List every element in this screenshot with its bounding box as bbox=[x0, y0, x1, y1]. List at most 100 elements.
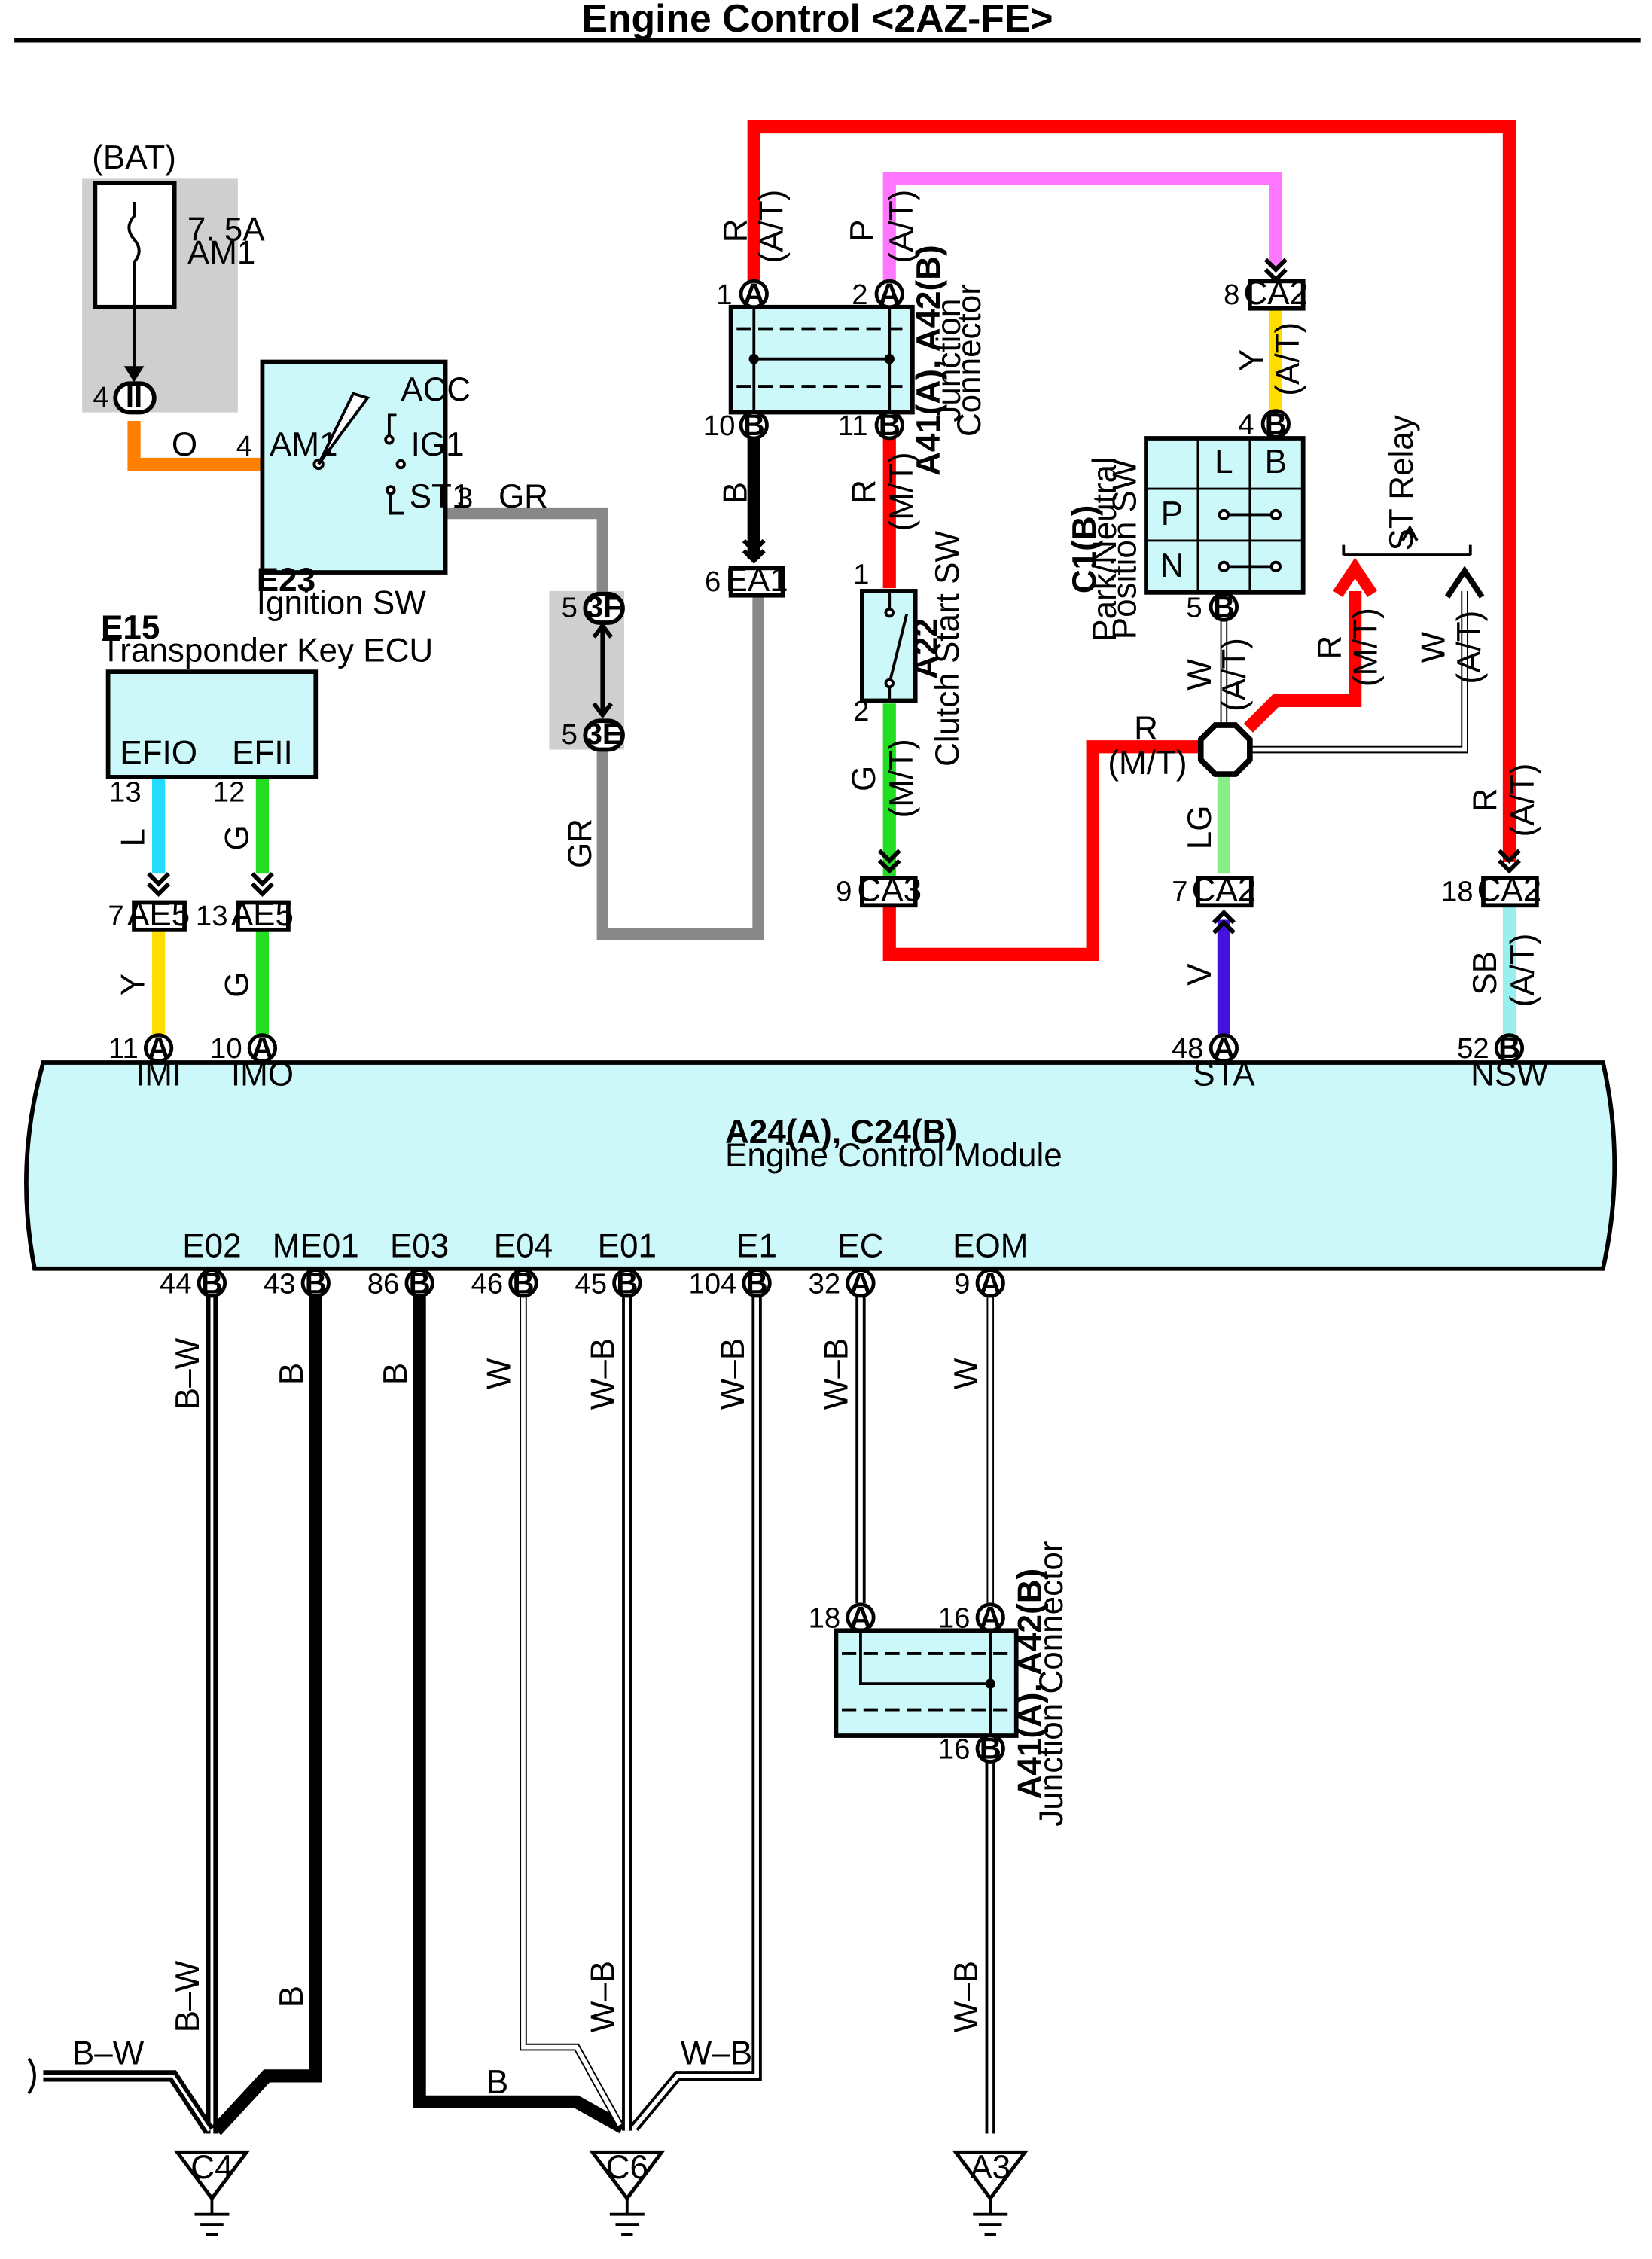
ecm-nsw-label: NSW bbox=[1471, 1056, 1548, 1093]
pin-ecm-43: 43 bbox=[264, 1267, 296, 1300]
wire-label-g-imo: G bbox=[218, 971, 255, 997]
junction-top-pin-a1-label: A bbox=[743, 277, 765, 311]
ecm-pin-e02-letter: B bbox=[201, 1266, 223, 1300]
wire-label-l: L bbox=[114, 828, 151, 846]
ground-c4: C4 bbox=[173, 2149, 251, 2236]
junction-top-pin-b10 bbox=[739, 410, 769, 441]
ecm-e1-label: E1 bbox=[736, 1227, 777, 1264]
pnp-pin-b5-label: B bbox=[1213, 590, 1235, 623]
connector-3f bbox=[583, 591, 625, 625]
pin-ecm-11: 11 bbox=[108, 1032, 139, 1065]
connector-ca2-18-label: CA2 bbox=[1477, 872, 1542, 909]
wire-label-wb-e1-lower: W–B bbox=[681, 2035, 752, 2072]
fuse-rating: 7. 5A bbox=[187, 212, 265, 248]
wire-wb-e1-outline bbox=[630, 1297, 762, 2132]
ignition-acc-label: ACC bbox=[401, 371, 471, 408]
clutch-switch-dot-2 bbox=[884, 607, 895, 618]
ae5-13-arrow-icon bbox=[251, 872, 274, 898]
pin-jt-1: 1 bbox=[716, 279, 732, 311]
st-relay-arrow-w-icon bbox=[1444, 566, 1485, 599]
ground-c4-triangle bbox=[173, 2150, 251, 2202]
ground-c4-icon bbox=[194, 2198, 230, 2236]
ecm-id: A24(A), C24(B) bbox=[725, 1114, 957, 1151]
page-title: Engine Control <2AZ-FE> bbox=[581, 0, 1053, 40]
ecm-e01-label: E01 bbox=[598, 1227, 657, 1264]
wire-label-bw-e02: B–W bbox=[169, 1337, 206, 1410]
ecm-ec-label: EC bbox=[837, 1227, 883, 1264]
pin-ig-4: 4 bbox=[236, 430, 252, 462]
ecm-pin-me01 bbox=[300, 1268, 331, 1298]
wire-label-at-r-top: (A/T) bbox=[754, 190, 791, 264]
pin-jt-10: 10 bbox=[703, 410, 736, 442]
wire-label-b-lower: B bbox=[273, 1986, 310, 2007]
ecm-sta-label: STA bbox=[1193, 1056, 1255, 1093]
junction-bottom-id: A41(A), A42(B) bbox=[1011, 1568, 1048, 1800]
ae5-7-arrow-icon bbox=[147, 872, 171, 898]
wire-label-o: O bbox=[172, 426, 197, 463]
wire-gray-ignition bbox=[447, 507, 608, 599]
transponder-name: Transponder Key ECU bbox=[101, 633, 433, 669]
wire-label-v: V bbox=[1181, 963, 1218, 986]
wire-label-r-st: R bbox=[1311, 636, 1348, 660]
connector-ca2-18 bbox=[1481, 876, 1539, 908]
pin-pnp-4: 4 bbox=[1238, 408, 1254, 441]
ecm-pin-e03-letter: B bbox=[409, 1266, 431, 1300]
ecm-pin-e02 bbox=[197, 1268, 227, 1298]
junction-bottom-name: Junction Connector bbox=[1033, 1541, 1070, 1826]
ground-c6-icon bbox=[609, 2198, 645, 2236]
pin-jb-16-bottom: 16 bbox=[938, 1733, 971, 1766]
ecm-pin-me01-letter: B bbox=[305, 1266, 327, 1300]
junction-top-pin-a2-label: A bbox=[879, 277, 901, 311]
ignition-key-icon bbox=[317, 392, 370, 465]
wire-label-b-e03-lower: B bbox=[486, 2064, 508, 2101]
pnp-p-label: P bbox=[1161, 495, 1183, 532]
pin-clutch-1: 1 bbox=[853, 558, 869, 590]
junction-bottom-node bbox=[985, 1678, 995, 1689]
ground-a3-label: A3 bbox=[970, 2149, 1010, 2186]
ecm-e04-label: E04 bbox=[494, 1227, 553, 1264]
ground-c6-label: C6 bbox=[606, 2149, 648, 2186]
ecm-imo-label: IMO bbox=[231, 1056, 294, 1093]
splice-octagon bbox=[1197, 722, 1253, 777]
wire-orange-am1 bbox=[127, 421, 263, 471]
junction-top-node-1 bbox=[748, 354, 759, 364]
ecm-pin-imi-letter: A bbox=[148, 1031, 169, 1065]
ecm-pin-eom-letter: A bbox=[980, 1266, 1001, 1300]
ignition-name: Ignition SW bbox=[257, 585, 427, 622]
wire-label-at-y: (A/T) bbox=[1269, 322, 1306, 396]
connector-ae5-7-label: AE5 bbox=[127, 896, 190, 933]
pnp-name-1: Park/Neutral bbox=[1087, 457, 1123, 642]
pin-ae5-13: 13 bbox=[196, 900, 228, 932]
ecm-pin-e03 bbox=[404, 1268, 434, 1298]
pnp-id: C1(B) bbox=[1066, 505, 1103, 593]
ea1-arrow-icon bbox=[742, 538, 766, 564]
ignition-acc-dot bbox=[384, 434, 395, 445]
wire-label-p: P bbox=[844, 220, 881, 242]
ground-a3-triangle bbox=[952, 2150, 1029, 2202]
wire-label-b-ea1: B bbox=[718, 482, 754, 504]
wire-label-r-splice: R bbox=[1134, 710, 1158, 747]
wire-label-mt-r: (M/T) bbox=[883, 452, 920, 531]
wire-red-top-loop bbox=[747, 120, 1516, 862]
connector-ea1-label: EA1 bbox=[726, 562, 788, 599]
wire-label-y-pnp: Y bbox=[1233, 349, 1270, 371]
pnp-pin-b5 bbox=[1209, 592, 1239, 622]
wire-label-r-nsw: R bbox=[1467, 788, 1504, 812]
wire-label-bw-lower: B–W bbox=[169, 1960, 206, 2032]
pin-ecm-52: 52 bbox=[1457, 1032, 1489, 1065]
pin-3e-5: 5 bbox=[562, 718, 578, 751]
st-relay-arrow-red-icon bbox=[1333, 557, 1377, 598]
ecm-pin-nsw-letter: B bbox=[1498, 1031, 1520, 1065]
pnp-contact-n1 bbox=[1218, 560, 1230, 573]
wire-label-w-st: W bbox=[1415, 631, 1452, 663]
ground-a3-icon bbox=[973, 2198, 1008, 2236]
wire-label-wb-e01: W–B bbox=[585, 1338, 622, 1410]
transponder-ecu-box bbox=[105, 669, 319, 779]
connector-3e-arrow-icon bbox=[592, 702, 614, 719]
wire-red-ca3-splice bbox=[882, 740, 1201, 962]
wire-red-st-relay bbox=[1243, 590, 1362, 733]
wire-label-mt-st: (M/T) bbox=[1347, 608, 1384, 687]
ecm-eom-label: EOM bbox=[952, 1227, 1028, 1264]
junction-top-pin-b11 bbox=[874, 410, 904, 441]
connector-3f-label: 3F bbox=[587, 590, 622, 623]
